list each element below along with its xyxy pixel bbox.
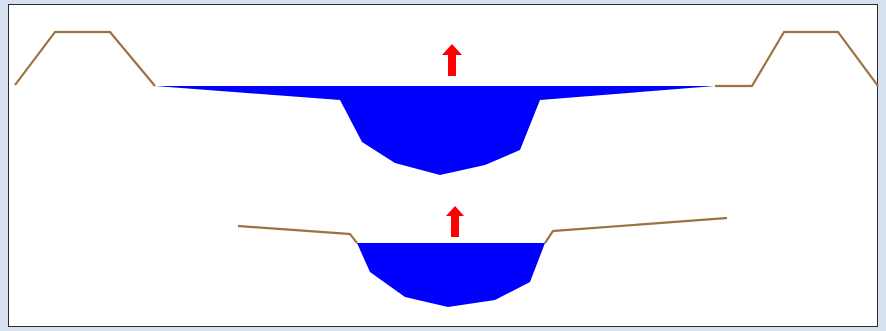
upper-left-levee-bank bbox=[15, 32, 155, 86]
lower-water-body bbox=[357, 243, 545, 307]
upper-cross-section bbox=[15, 32, 878, 175]
upper-water-body bbox=[155, 86, 715, 175]
lower-right-bank bbox=[545, 218, 727, 243]
upper-right-levee-bank bbox=[715, 32, 878, 86]
lower-left-bank bbox=[238, 226, 357, 243]
upper-arrow-up-icon bbox=[442, 44, 462, 76]
lower-cross-section bbox=[238, 206, 727, 307]
lower-arrow-up-icon bbox=[446, 206, 464, 237]
